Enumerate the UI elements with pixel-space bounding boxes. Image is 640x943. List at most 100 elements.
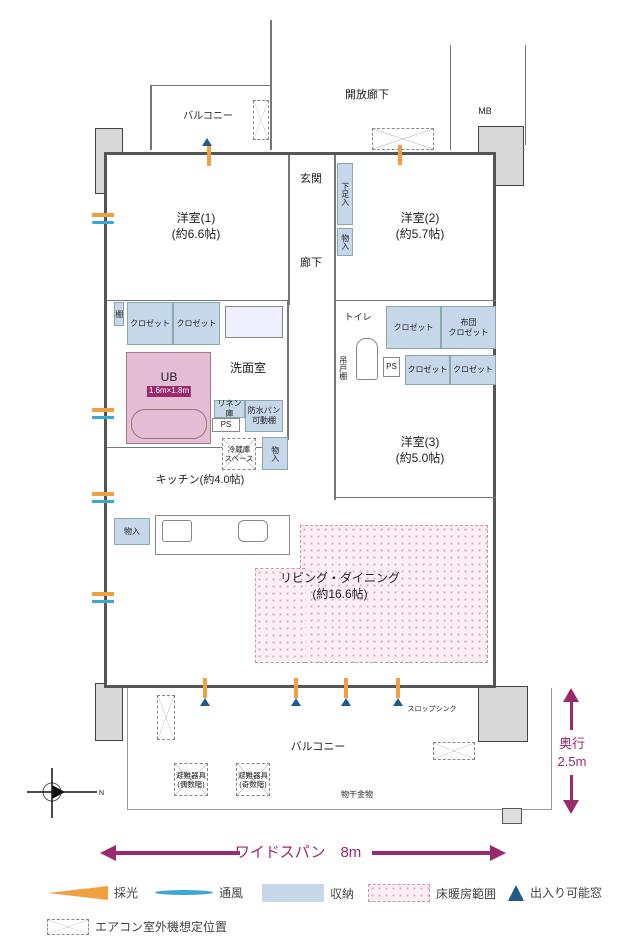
window-marker [341, 678, 351, 706]
wind-icon [92, 416, 114, 419]
ac-unit-position [157, 695, 175, 740]
floor-heating-area [255, 568, 305, 663]
balcony-rail [150, 85, 270, 86]
futon-closet-line2: クロゼット [448, 327, 489, 337]
window-marker [393, 678, 403, 706]
wall [336, 497, 496, 498]
western-room-2-label: 洋室(2) (約5.7帖) [396, 210, 445, 242]
room-size: (約6.6帖) [171, 227, 221, 242]
compass-north: N [99, 790, 104, 797]
light-icon [92, 492, 114, 496]
shoe-storage: 下足入 [337, 163, 353, 225]
wall [287, 300, 289, 440]
legend-door-window: 出入り可能窓 [508, 884, 602, 901]
western-room-3-label: 洋室(3) (約5.0帖) [396, 434, 445, 466]
room-size: (約5.7帖) [395, 227, 445, 242]
floor-heating-swatch [368, 884, 430, 902]
span-label: ワイドスパン 8m [234, 844, 362, 861]
compass-icon: N [27, 768, 104, 818]
entry-storage: 物入 [337, 228, 353, 256]
closet: クロゼット [405, 355, 450, 385]
futon-closet: 布団クロゼット [441, 306, 496, 349]
balcony-top-label: バルコニー [183, 111, 233, 122]
shelf: 棚 [114, 302, 124, 326]
balcony-wall [150, 85, 152, 150]
arrow-up-icon [563, 688, 579, 702]
sink-icon [238, 520, 268, 542]
room-size: (約16.6帖) [312, 587, 368, 602]
pillar [478, 686, 528, 742]
span-arrow-left [112, 851, 240, 855]
window-marker [291, 678, 301, 706]
window-marker [200, 678, 210, 706]
depth-text: 奥行 [558, 736, 585, 751]
entrance-label: 玄関 [300, 173, 322, 185]
light-icon [294, 678, 298, 698]
room-name: 洋室(3) [400, 435, 440, 449]
western-room-1-label: 洋室(1) (約6.6帖) [172, 210, 221, 242]
wind-icon [92, 500, 114, 503]
light-icon [344, 678, 348, 698]
wind-icon [92, 600, 114, 603]
laundry-hardware-label: 物干金物 [341, 790, 373, 799]
balcony-bottom-label: バルコニー [290, 741, 346, 753]
legend-light: 採光 [48, 884, 138, 901]
ps-box: PS [383, 357, 400, 377]
room-name: 洋室(2) [400, 211, 440, 225]
toilet-icon [356, 338, 378, 380]
balcony-bottom [127, 688, 552, 810]
washroom-label: 洗面室 [229, 361, 267, 375]
stove-icon [162, 520, 192, 542]
legend-wind-label: 通風 [219, 886, 244, 900]
waterproof-pan-label: 防水パン [247, 406, 281, 416]
legend-ac-unit: エアコン室外機想定位置 [47, 918, 227, 935]
closet: クロゼット [386, 306, 441, 349]
depth-arrow-bottom [570, 775, 573, 805]
wind-icon [92, 221, 114, 224]
living-label: リビング・ダイニング (約16.6帖) [280, 570, 400, 602]
washbasin [225, 306, 283, 338]
pillar [95, 683, 123, 741]
wall [288, 155, 290, 305]
ub-label: UB [160, 370, 178, 384]
door-window-icon [341, 698, 351, 706]
hanging-shelf-label: 吊戸棚 [337, 355, 349, 380]
room-size: (約5.0帖) [395, 451, 445, 466]
slop-sink-label: スロップシンク [407, 706, 457, 713]
wall [336, 300, 496, 301]
legend-storage: 収納 [262, 884, 354, 902]
closet: クロゼット [173, 302, 220, 345]
toilet-label: トイレ [344, 312, 372, 322]
storage: 物入 [114, 518, 150, 545]
wall [107, 300, 290, 301]
legend-storage-label: 収納 [330, 886, 355, 901]
light-icon [92, 408, 114, 412]
fridge-space: 冷蔵庫スペース [222, 438, 256, 470]
depth-arrow-top [570, 700, 573, 730]
wind-icon [155, 890, 213, 895]
door-window-icon [393, 698, 403, 706]
mb-wall [450, 45, 451, 150]
ac-unit-position [372, 128, 434, 150]
mb-label: MB [478, 106, 492, 116]
evac-floor-label: (偶数階) [177, 779, 205, 789]
legend-light-label: 採光 [114, 886, 139, 900]
kitchen-label: キッチン(約4.0帖) [155, 474, 245, 486]
room-name: リビング・ダイニング [279, 571, 401, 585]
light-icon [92, 213, 114, 217]
corridor-wall [270, 20, 272, 150]
ac-unit-position [253, 100, 269, 140]
arrow-left-icon [100, 845, 116, 861]
ac-unit-position [433, 742, 475, 760]
open-corridor-label: 開放廊下 [345, 89, 389, 101]
movable-shelf-label: 可動棚 [252, 416, 276, 425]
ac-unit-swatch [47, 918, 89, 935]
storage-swatch [262, 884, 324, 902]
fridge-label-2: スペース [224, 454, 254, 463]
evac-floor-label: (奇数階) [239, 779, 267, 789]
legend-ac-unit-label: エアコン室外機想定位置 [95, 920, 228, 934]
hallway-label: 廊下 [300, 257, 322, 269]
room-name: 洋室(1) [176, 211, 216, 225]
bathtub-icon [131, 409, 207, 439]
legend-wind: 通風 [155, 884, 243, 901]
